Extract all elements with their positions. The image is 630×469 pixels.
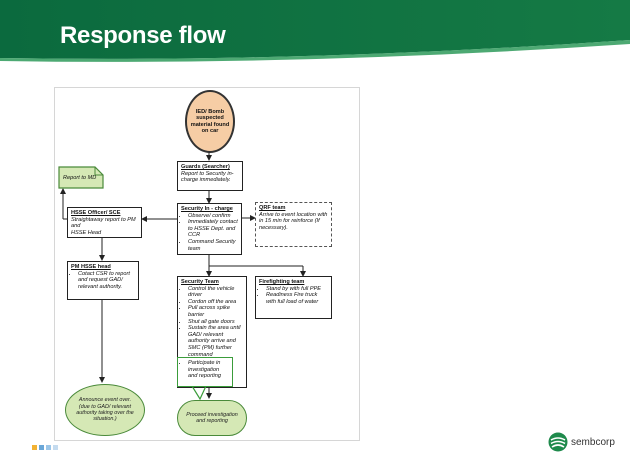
slide-header: Response flow (0, 0, 630, 64)
report-to-md-label: Report to MD (63, 175, 97, 181)
qrf-team-box: QRF team Arrive to event location with i… (255, 202, 332, 247)
qrf-line: necessary). (259, 224, 288, 231)
start-event-node: IED/ Bomb suspected material found on ca… (185, 90, 235, 153)
security-team-item: Sustain the area until GAD/ relevant aut… (188, 325, 243, 358)
logo-text: sembcorp (571, 436, 615, 448)
sembcorp-logo: sembcorp (548, 432, 615, 452)
qrf-line: Arrive to event location with (259, 211, 328, 218)
pm-hsse-item: Cotact CSR to report and request GAD/ re… (78, 271, 135, 291)
pm-hsse-heading: PM HSSE head (71, 264, 111, 270)
announce-line: Announce event over. (78, 397, 132, 404)
footer-dot (39, 445, 44, 450)
security-team-heading: Security Team (181, 279, 219, 285)
security-team-item: Control the vehicle driver (188, 286, 243, 299)
participate-box: Participate in investigation and reporti… (177, 357, 233, 387)
security-incharge-item: Immediately contact to HSSE Dept. and CC… (188, 219, 238, 239)
security-incharge-heading: Security In - charge (181, 206, 233, 212)
flow-connectors (60, 152, 306, 399)
guards-line: charge immediately. (181, 177, 231, 184)
firefighting-heading: Firefighting team (259, 279, 305, 285)
announce-line: (due to GAD/ relevant (78, 403, 132, 410)
security-team-item: Shut all gate doors (188, 319, 243, 326)
hsse-heading: HSSE Officer/ SCE (71, 210, 121, 216)
guards-box: Guards (Searcher) Report to Security in-… (177, 161, 243, 191)
footer-dot (46, 445, 51, 450)
security-team-item: Cordon off the area (188, 299, 243, 306)
security-team-item: Pull across spike barrier (188, 305, 243, 318)
hsse-line: Straightaway report to PM and (71, 216, 136, 230)
participate-callout-pointer (191, 386, 207, 400)
announce-line: situation.) (93, 416, 117, 423)
start-line: material found (190, 121, 230, 128)
proceed-investigation-node: Proceed investigation and reporting (177, 400, 247, 436)
guards-line: Report to Security in- (181, 170, 234, 177)
announce-event-node: Announce event over. (due to GAD/ releva… (65, 384, 145, 436)
qrf-heading: QRF team (259, 205, 286, 211)
slide-title: Response flow (60, 22, 226, 49)
hsse-line: HSSE Head (71, 229, 102, 236)
proceed-line: and reporting (196, 418, 228, 424)
footer-dot (32, 445, 37, 450)
footer-dot (53, 445, 58, 450)
security-incharge-item: Command Security team (188, 239, 238, 252)
pm-hsse-box: PM HSSE head Cotact CSR to report and re… (67, 261, 139, 300)
header-band (0, 0, 630, 64)
hsse-officer-box: HSSE Officer/ SCE Straightaway report to… (67, 207, 142, 238)
report-to-md-node (58, 166, 104, 189)
qrf-line: in 15 min for reinforce (If (259, 218, 320, 225)
guards-heading: Guards (Searcher) (181, 164, 230, 170)
firefighting-team-box: Firefighting team Stand by with full PPE… (255, 276, 332, 319)
proceed-line: Proceed investigation (186, 411, 238, 418)
security-incharge-item: Observe/ confirm (188, 213, 238, 220)
start-line: IED/ Bomb (195, 108, 225, 115)
security-incharge-box: Security In - charge Observe/ confirm Im… (177, 203, 242, 255)
footer-dots (32, 445, 58, 450)
participate-item: Participate in investigation and reporti… (188, 360, 229, 380)
announce-line: authority taking over the (76, 410, 134, 416)
start-line: on car (201, 127, 219, 134)
start-line: suspected (196, 115, 224, 122)
firefighting-item: Stand by with full PPE (266, 286, 328, 293)
sembcorp-wave-icon (548, 432, 568, 452)
firefighting-item: Readiness Fire truck with full load of w… (266, 292, 328, 305)
